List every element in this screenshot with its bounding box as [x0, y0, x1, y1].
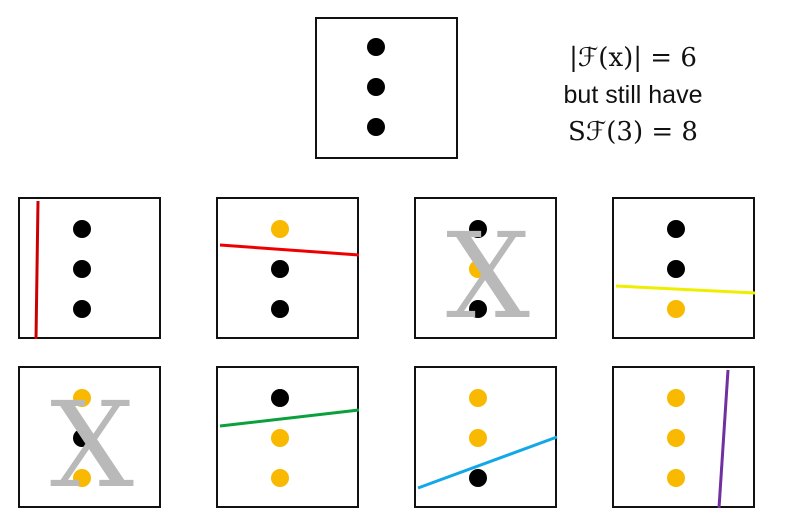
top-point-3: [367, 118, 385, 136]
point-3: [73, 469, 91, 487]
caption-line-3: Sℱ(3) = 8: [568, 117, 698, 147]
not-achievable-x-mark: X: [50, 376, 135, 514]
dichotomy-panel-7: [414, 366, 558, 508]
dichotomy-panel-2: [216, 197, 360, 339]
dichotomy-panel-1: [18, 197, 161, 340]
separator-line: [219, 243, 360, 257]
point-3: [667, 469, 685, 487]
point-3: [469, 300, 487, 318]
point-1: [271, 220, 289, 238]
separator-line: [615, 284, 756, 295]
dichotomy-panel-6: [216, 366, 360, 508]
dichotomy-panel-8: [612, 366, 755, 509]
separator-line: [417, 435, 558, 490]
dichotomy-panel-3: X: [414, 197, 557, 339]
caption: |ℱ(x)| = 6 but still have Sℱ(3) = 8: [528, 40, 738, 151]
caption-line-2: but still have: [563, 81, 703, 109]
point-2: [271, 260, 289, 278]
point-3: [73, 300, 91, 318]
point-3: [667, 300, 685, 318]
dichotomy-panel-5: X: [18, 366, 161, 508]
top-point-1: [367, 38, 385, 56]
point-2: [667, 429, 685, 447]
point-1: [271, 389, 289, 407]
point-1: [667, 220, 685, 238]
not-achievable-x-mark: X: [446, 207, 531, 345]
top-panel: [315, 17, 458, 159]
point-3: [469, 469, 487, 487]
point-2: [73, 429, 91, 447]
dichotomy-panel-4: [612, 197, 756, 339]
point-2: [73, 260, 91, 278]
separator-line: [34, 200, 40, 340]
point-2: [271, 429, 289, 447]
caption-line-1: |ℱ(x)| = 6: [569, 43, 697, 73]
top-point-2: [367, 78, 385, 96]
point-1: [667, 389, 685, 407]
point-3: [271, 300, 289, 318]
point-1: [469, 389, 487, 407]
point-2: [667, 260, 685, 278]
point-1: [73, 220, 91, 238]
point-2: [469, 260, 487, 278]
point-1: [469, 220, 487, 238]
point-1: [73, 389, 91, 407]
point-3: [271, 469, 289, 487]
separator-line: [717, 369, 730, 509]
separator-line: [219, 408, 360, 428]
point-2: [469, 429, 487, 447]
